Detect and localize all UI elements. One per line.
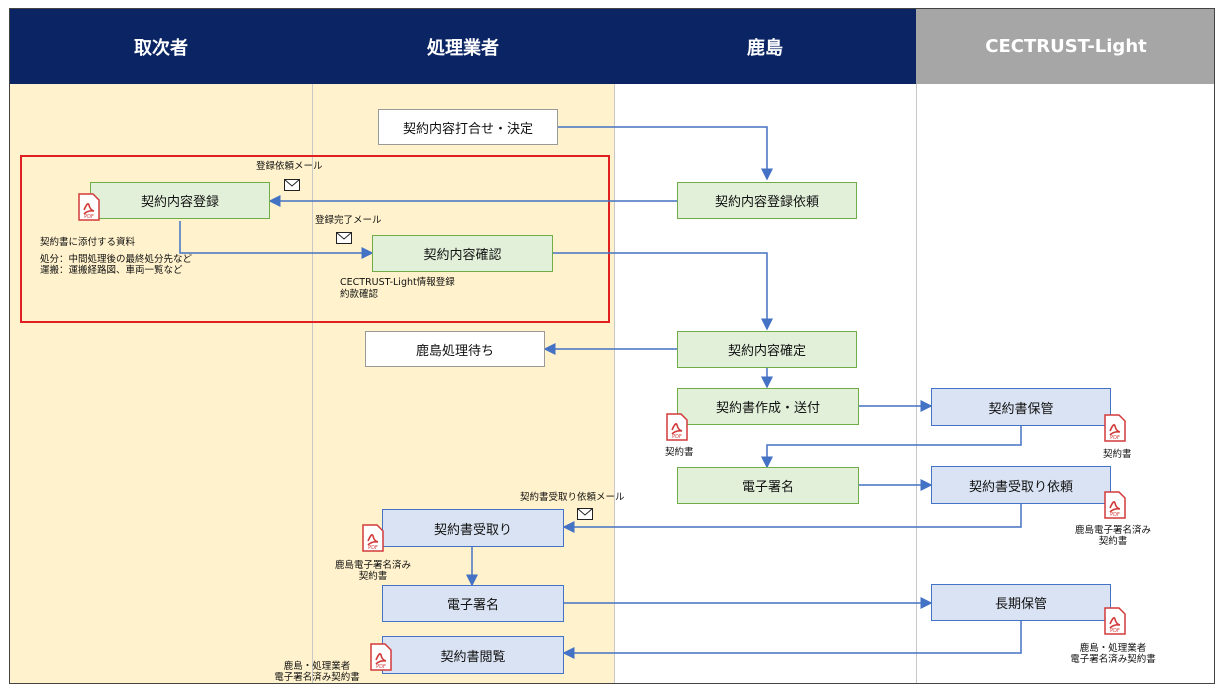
pdf-icon: PDF [1104, 491, 1126, 519]
svg-text:PDF: PDF [1110, 628, 1120, 634]
step-kajima-sign: 電子署名 [677, 467, 859, 504]
pdf-icon: PDF [1104, 607, 1126, 635]
caption-line: 電子署名済み契約書 [274, 672, 360, 683]
step-long-term: 長期保管 [931, 584, 1111, 621]
pdf-icon: PDF [666, 413, 688, 441]
flow-arrows [179, 126, 1022, 659]
arrow [761, 426, 1022, 469]
svg-text:PDF: PDF [1110, 435, 1120, 441]
mail-label-register-done: 登録完了メール [315, 215, 382, 226]
svg-text:PDF: PDF [84, 214, 94, 220]
step-view: 契約書閲覧 [382, 636, 564, 674]
pdf-icon: PDF [362, 524, 384, 552]
mail-label-register-request: 登録依頼メール [256, 161, 323, 172]
step-register: 契約内容登録 [90, 182, 270, 219]
lane-divider [916, 84, 917, 683]
caption-line: 鹿島・処理業者 [1079, 643, 1147, 654]
lane-header-vendor: 処理業者 [312, 9, 614, 84]
arrow [562, 504, 1022, 533]
attach-line1: 処分：中間処理後の最終処分先など [40, 254, 193, 265]
attach-title: 契約書に添付する資料 [40, 237, 136, 248]
caption-line: 鹿島電子署名済み [1074, 525, 1151, 536]
caption-line: 鹿島電子署名済み [334, 560, 411, 571]
caption-line: 契約書 [358, 571, 388, 582]
lane-header-kajima: 鹿島 [614, 9, 916, 84]
step-negotiate: 契約内容打合せ・決定 [378, 109, 558, 145]
arrow [558, 126, 773, 181]
caption-line: 鹿島・処理業者 [283, 661, 351, 672]
lane-header-torisugi: 取次者 [10, 9, 312, 84]
lane-bg-torisugi [10, 9, 312, 683]
mail-icon [336, 232, 352, 244]
svg-text:PDF: PDF [368, 545, 378, 551]
attach-line2: 運搬：運搬経路図、車両一覧など [40, 265, 183, 276]
mail-icon [577, 508, 593, 520]
pdf-icon: PDF [78, 193, 100, 221]
pdf-caption-signed-both: 鹿島・処理業者 電子署名済み契約書 [1060, 643, 1166, 665]
mail-label-receive-request: 契約書受取り依頼メール [520, 492, 625, 503]
pdf-caption-signed-kajima-recv: 鹿島電子署名済み 契約書 [328, 560, 418, 582]
lane-header-cectrust: CECTRUST-Light [916, 9, 1214, 84]
pdf-caption-signed-kajima: 鹿島電子署名済み 契約書 [1068, 525, 1158, 547]
mail-icon [284, 179, 300, 191]
pdf-caption-signed-both-view: 鹿島・処理業者 電子署名済み契約書 [264, 661, 370, 683]
arrow [562, 621, 1022, 659]
step-create-send: 契約書作成・送付 [677, 388, 859, 425]
lane-divider [614, 84, 615, 683]
step-finalize: 契約内容確定 [677, 331, 857, 368]
caption-line: 契約書 [1098, 536, 1128, 547]
step-wait: 鹿島処理待ち [365, 331, 545, 367]
step-confirm: 契約内容確認 [372, 235, 553, 272]
step-receive-request: 契約書受取り依頼 [931, 466, 1111, 504]
pdf-caption-contract-store: 契約書 [1103, 449, 1132, 460]
confirm-note1: CECTRUST-Light情報登録 [340, 277, 455, 288]
svg-text:PDF: PDF [1110, 512, 1120, 518]
arrow [179, 221, 374, 259]
highlight-frame [20, 155, 610, 323]
step-store: 契約書保管 [931, 388, 1111, 426]
flow-diagram: 取次者 処理業者 鹿島 CECTRUST-Light [9, 8, 1215, 684]
pdf-icon: PDF [1104, 414, 1126, 442]
svg-text:PDF: PDF [376, 664, 386, 670]
pdf-caption-contract: 契約書 [665, 447, 694, 458]
step-receive: 契約書受取り [382, 509, 564, 547]
pdf-icon: PDF [370, 643, 392, 671]
lane-bg-cectrust [916, 9, 1214, 683]
caption-line: 電子署名済み契約書 [1070, 654, 1156, 665]
svg-text:PDF: PDF [672, 434, 682, 440]
confirm-note2: 約款確認 [340, 289, 379, 300]
lane-divider [312, 84, 313, 683]
arrow [553, 252, 773, 331]
step-vendor-sign: 電子署名 [382, 585, 564, 622]
step-register-request: 契約内容登録依頼 [677, 182, 857, 219]
